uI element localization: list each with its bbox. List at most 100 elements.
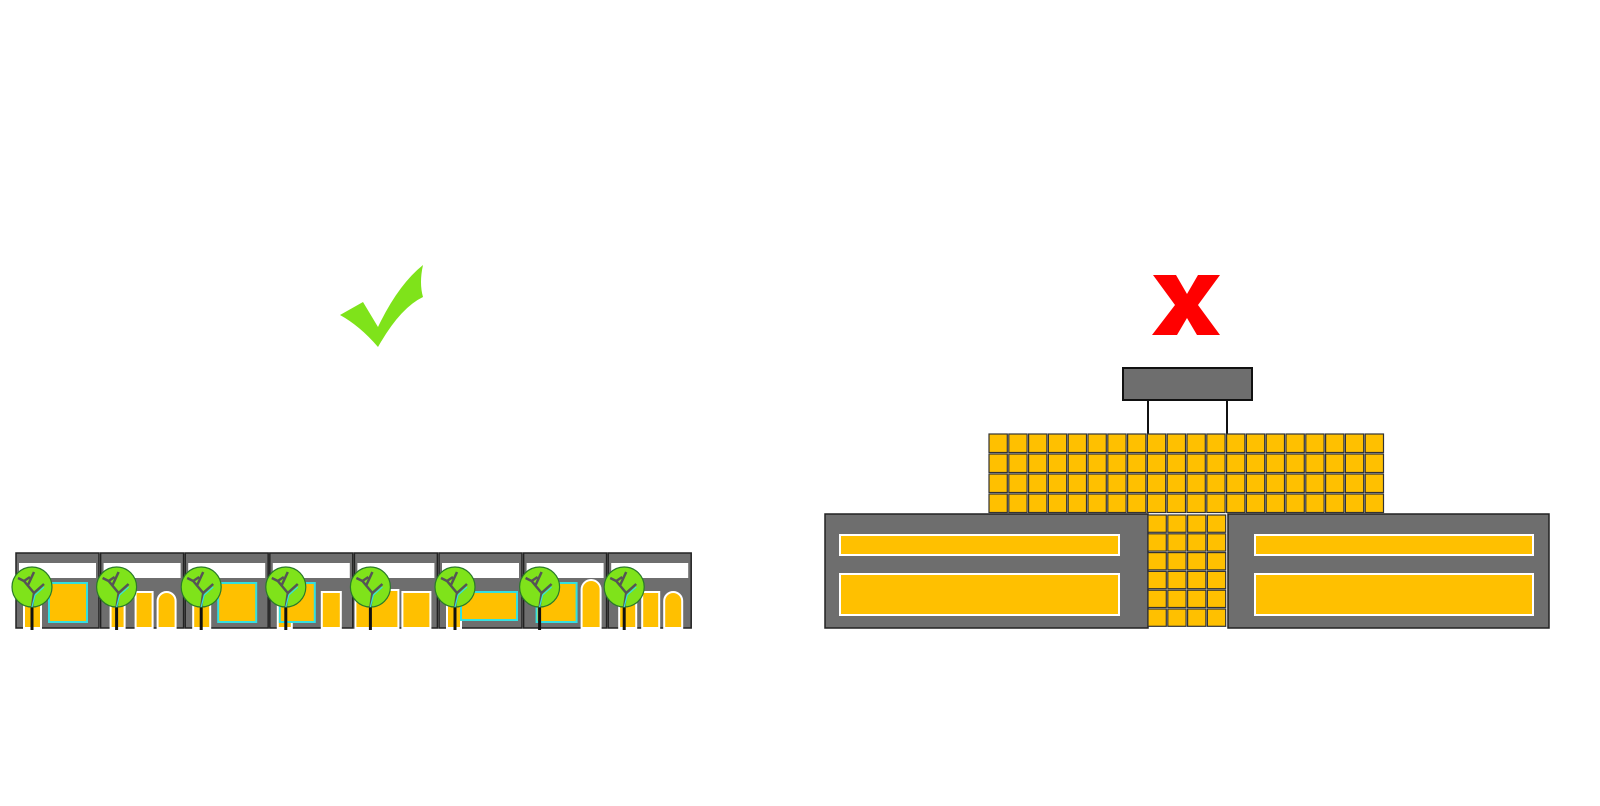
- glass-panel: [1008, 473, 1028, 494]
- glass-panel: [1147, 514, 1167, 533]
- right-wing-band-window: [1254, 534, 1534, 556]
- storefront: [95, 552, 185, 630]
- door: [401, 591, 432, 629]
- glass-panel: [1107, 493, 1127, 514]
- glass-panel: [1206, 514, 1227, 533]
- glass-panel: [1225, 473, 1246, 494]
- glass-panel: [1186, 493, 1206, 514]
- glass-panel: [1047, 433, 1068, 454]
- tree-branches: [186, 571, 215, 608]
- street-tree: [95, 566, 138, 630]
- street-tree: [180, 566, 222, 630]
- glass-panel: [1364, 473, 1385, 494]
- glass-panel: [1324, 493, 1345, 514]
- glass-panel: [988, 453, 1008, 474]
- street-tree: [603, 566, 645, 630]
- tree-highlight: [200, 586, 214, 608]
- glass-panel: [1147, 533, 1167, 552]
- glass-panel: [1206, 453, 1226, 474]
- tree-branches: [440, 571, 468, 608]
- glass-panel: [1186, 589, 1207, 609]
- glass-panel: [988, 493, 1008, 514]
- glass-panel: [1027, 453, 1048, 474]
- glass-panel: [1027, 493, 1048, 514]
- glass-panel: [1245, 473, 1266, 494]
- glass-panel: [1087, 453, 1107, 474]
- storefront: [349, 552, 439, 630]
- glass-panel: [1285, 473, 1305, 494]
- arched-door: [156, 591, 177, 629]
- glass-panel: [1126, 453, 1147, 474]
- glass-panel: [1047, 473, 1068, 494]
- storefront: [11, 552, 100, 630]
- glass-panel: [1265, 493, 1286, 514]
- glass-panel: [1186, 433, 1206, 454]
- glass-curtain-wall-entry: [1147, 514, 1227, 627]
- tree-highlight: [539, 586, 552, 608]
- glass-panel: [1206, 551, 1227, 571]
- glass-panel: [1167, 551, 1187, 571]
- glass-panel: [1047, 453, 1068, 474]
- glass-panel: [1126, 493, 1147, 514]
- pole-sign: [1122, 367, 1253, 401]
- glass-panel: [1147, 589, 1167, 609]
- glass-panel: [1186, 533, 1207, 552]
- glass-panel: [1324, 433, 1345, 454]
- door: [641, 591, 661, 629]
- tree-branches: [609, 571, 638, 608]
- street-tree: [349, 566, 391, 630]
- left-wing-main-window: [839, 573, 1120, 616]
- glass-panel: [1206, 493, 1226, 514]
- arched-door: [580, 579, 602, 629]
- glass-panel: [1245, 433, 1266, 454]
- glass-panel: [1067, 453, 1088, 474]
- glass-panel: [1167, 589, 1187, 609]
- glass-panel: [1147, 608, 1167, 627]
- storefront: [434, 552, 523, 630]
- glass-panel: [1364, 453, 1385, 474]
- glass-panel: [1186, 453, 1206, 474]
- glass-panel: [1245, 453, 1266, 474]
- cross-icon: [1152, 275, 1220, 335]
- glass-panel: [1146, 493, 1167, 514]
- tree-highlight: [31, 586, 45, 608]
- shop-window: [48, 582, 88, 623]
- door: [320, 591, 342, 629]
- glass-panel: [1285, 453, 1305, 474]
- glass-panel: [1166, 453, 1187, 474]
- glass-panel: [1225, 433, 1246, 454]
- glass-panel: [1107, 453, 1127, 474]
- glass-panel: [1206, 608, 1227, 627]
- tree-highlight: [369, 586, 383, 608]
- glass-panel: [1107, 473, 1127, 494]
- storefront: [518, 552, 608, 630]
- glass-panel: [1225, 453, 1246, 474]
- glass-panel: [1087, 493, 1107, 514]
- tree-branches: [355, 571, 384, 608]
- glass-panel: [1186, 551, 1207, 571]
- glass-panel: [1146, 473, 1167, 494]
- glass-panel: [988, 473, 1008, 494]
- glass-panel: [1067, 493, 1088, 514]
- glass-panel: [1206, 433, 1226, 454]
- glass-panel: [1147, 570, 1167, 590]
- glass-panel: [1305, 473, 1325, 494]
- glass-panel: [1344, 493, 1365, 514]
- glass-panel: [1206, 533, 1227, 552]
- glass-panel: [1265, 473, 1286, 494]
- glass-panel: [1147, 551, 1167, 571]
- right-wing-main-window: [1254, 573, 1534, 616]
- glass-panel: [1186, 514, 1207, 533]
- glass-panel: [1344, 433, 1365, 454]
- storefront: [180, 552, 269, 630]
- tree-highlight: [454, 586, 468, 608]
- tree-highlight: [285, 586, 299, 608]
- tree-highlight: [116, 586, 129, 608]
- glass-panel: [1067, 473, 1088, 494]
- small-storefront-row: [11, 552, 692, 630]
- glass-panel: [1126, 473, 1147, 494]
- glass-panel: [988, 433, 1008, 454]
- glass-panel: [1305, 493, 1325, 514]
- street-tree: [265, 566, 307, 630]
